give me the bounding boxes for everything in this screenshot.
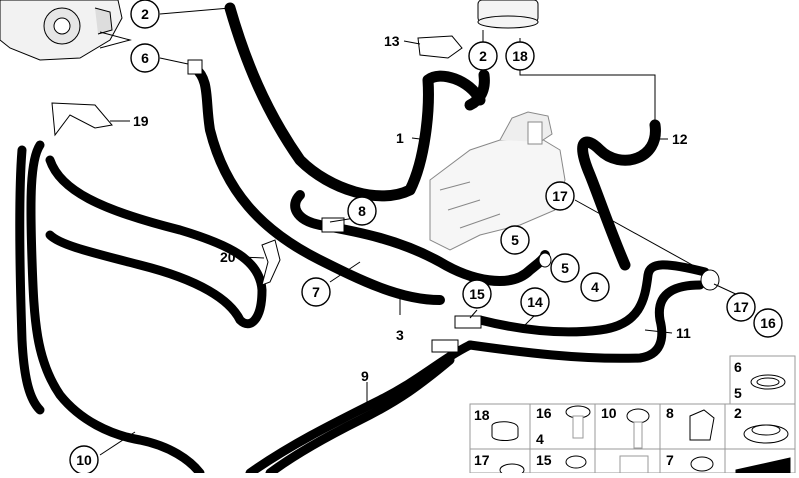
svg-text:1: 1 [396,130,404,146]
svg-text:6: 6 [734,359,742,375]
parts-cell-10: 10 [594,403,661,450]
label-11: 11 [676,325,691,341]
svg-text:17: 17 [733,299,749,315]
banjo-bolt-drawing [538,252,552,268]
svg-text:8: 8 [358,203,366,219]
callout-2-mid: 2 [468,41,498,71]
hose-lines [15,2,710,478]
callout-14: 14 [520,287,550,317]
parts-cell-18: 18 [469,403,531,450]
connector-15-drawing [454,315,482,329]
union-6-drawing [187,59,203,75]
svg-text:17: 17 [552,188,568,204]
callout-6: 6 [130,43,160,73]
parts-cell-2: 2 [724,403,796,450]
svg-text:16: 16 [760,315,776,331]
clamp-13-drawing [417,35,463,59]
svg-text:7: 7 [312,284,320,300]
bracket-7-drawing [321,217,345,233]
svg-text:19: 19 [133,113,149,129]
callout-2-top: 2 [130,0,160,29]
svg-text:4: 4 [591,279,599,295]
svg-text:11: 11 [676,325,691,341]
power-steering-pump-drawing [0,0,123,61]
label-9: 9 [361,368,369,384]
svg-text:3: 3 [396,327,404,343]
leader-lines [99,7,741,456]
svg-text:7: 7 [666,452,674,468]
callout-10: 10 [69,445,99,475]
parts-cell-7: 7 [659,448,726,474]
svg-text:16: 16 [536,405,552,421]
callout-18: 18 [505,41,535,71]
svg-text:17: 17 [474,452,490,468]
svg-text:10: 10 [601,405,617,421]
connector-14-drawing [431,339,459,353]
callout-4: 4 [580,272,610,302]
svg-text:2: 2 [479,48,487,64]
bracket-19-drawing [51,102,113,137]
callout-5-b: 5 [550,253,580,283]
svg-text:8: 8 [666,405,674,421]
callout-8: 8 [347,196,377,226]
svg-text:10: 10 [76,452,92,468]
svg-text:18: 18 [512,48,528,64]
label-3: 3 [396,327,404,343]
label-19: 19 [133,113,149,129]
svg-text:9: 9 [361,368,369,384]
svg-text:20: 20 [220,249,236,265]
label-12: 12 [672,131,688,147]
reservoir-drawing [477,0,539,29]
fittings [51,35,720,353]
parts-cell-17: 17 [469,448,531,477]
svg-text:15: 15 [536,452,552,468]
svg-text:2: 2 [141,6,149,22]
label-1: 1 [396,130,404,146]
clamp-20-drawing [261,239,281,286]
steering-gear-drawing [429,111,566,251]
callout-7: 7 [301,277,331,307]
svg-text:15: 15 [469,286,485,302]
svg-text:5: 5 [511,232,519,248]
parts-cell-16-4: 16 4 [529,403,596,450]
svg-text:12: 12 [672,131,688,147]
svg-text:5: 5 [561,260,569,276]
parts-table: 6 5 18 16 4 10 8 [469,355,796,477]
svg-text:6: 6 [141,50,149,66]
svg-text:18: 18 [474,407,490,423]
callout-16: 16 [753,308,783,338]
label-13: 13 [384,33,400,49]
svg-text:5: 5 [734,385,742,401]
grommet-17-drawing [700,269,720,291]
callout-17-a: 17 [545,181,575,211]
label-20: 20 [220,249,236,265]
callout-15: 15 [462,279,492,309]
parts-cell-spacer [724,448,796,474]
callout-5-a: 5 [500,225,530,255]
parts-cell-15-3: 15 [529,448,596,474]
svg-text:2: 2 [734,405,742,421]
parts-cell-8: 8 [659,403,726,450]
svg-text:14: 14 [527,294,543,310]
callout-17-b: 17 [726,292,756,322]
parts-cell-6-5: 6 5 [729,355,796,405]
svg-text:13: 13 [384,33,400,49]
parts-cell-screw [594,448,661,474]
svg-text:4: 4 [536,431,544,447]
